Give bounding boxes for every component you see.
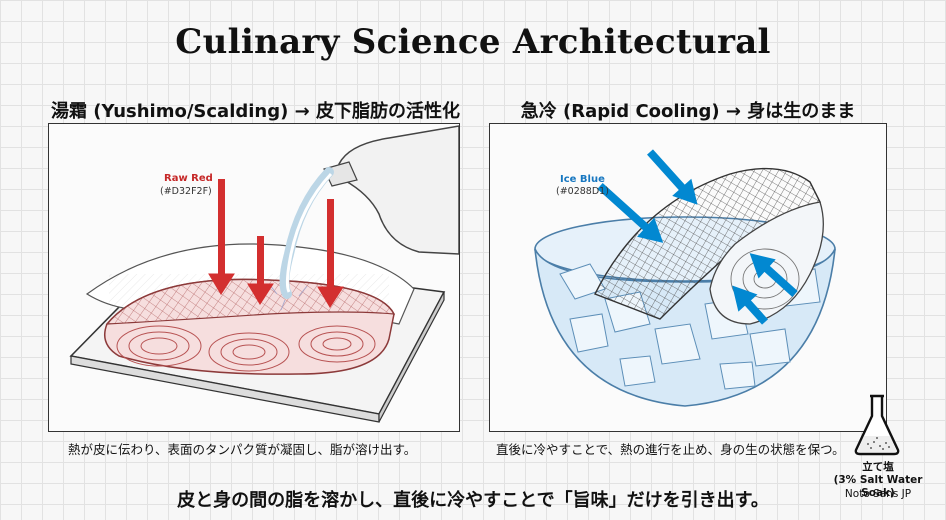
cooled-fish-fillet [594, 167, 821, 320]
scalding-caption: 熱が皮に伝わり、表面のタンパク質が凝固し、脂が溶け出す。 [68, 442, 417, 457]
ice-blue-color-code: (#0288D1) [556, 186, 609, 197]
flask-icon [852, 392, 902, 456]
cooling-arrow-3 [749, 253, 798, 297]
heat-arrows [208, 179, 344, 308]
cooling-heading: 急冷 (Rapid Cooling) → 身は生のまま [520, 101, 856, 122]
scalding-illustration [69, 125, 459, 423]
scalding-illustration-panel: Raw Red (#D32F2F) [48, 123, 460, 432]
cooling-arrow-4 [732, 285, 768, 325]
heat-arrow-1 [208, 179, 235, 295]
cooling-caption: 直後に冷やすことで、熱の進行を止め、身の生の状態を保つ。 [496, 442, 845, 457]
page-title: Culinary Science Architectural [175, 22, 771, 62]
cooling-illustration-panel: Ice Blue (#0288D1) [489, 123, 887, 432]
salt-water-subtitle: (3% Salt Water Soak) [833, 474, 923, 499]
kettle [338, 125, 459, 255]
font-note: Noto Sans JP [844, 488, 912, 500]
footer-summary: 皮と身の間の脂を溶かし、直後に冷やすことで「旨味」だけを引き出す。 [177, 490, 769, 511]
raw-red-label: Raw Red [164, 173, 213, 184]
salt-water-label: 立て塩 [862, 461, 894, 473]
cooling-arrow-1 [597, 183, 664, 243]
heat-arrow-2 [247, 236, 274, 305]
ice-blue-label: Ice Blue [560, 174, 605, 185]
cooling-illustration [534, 149, 836, 407]
hot-water-stream [279, 167, 334, 299]
cooling-arrows [597, 149, 798, 325]
raw-red-color-code: (#D32F2F) [160, 186, 212, 197]
cooling-arrow-2 [647, 149, 698, 205]
heat-arrow-3 [317, 199, 344, 308]
scalding-heading: 湯霜 (Yushimo/Scalding) → 皮下脂肪の活性化 [51, 101, 460, 122]
